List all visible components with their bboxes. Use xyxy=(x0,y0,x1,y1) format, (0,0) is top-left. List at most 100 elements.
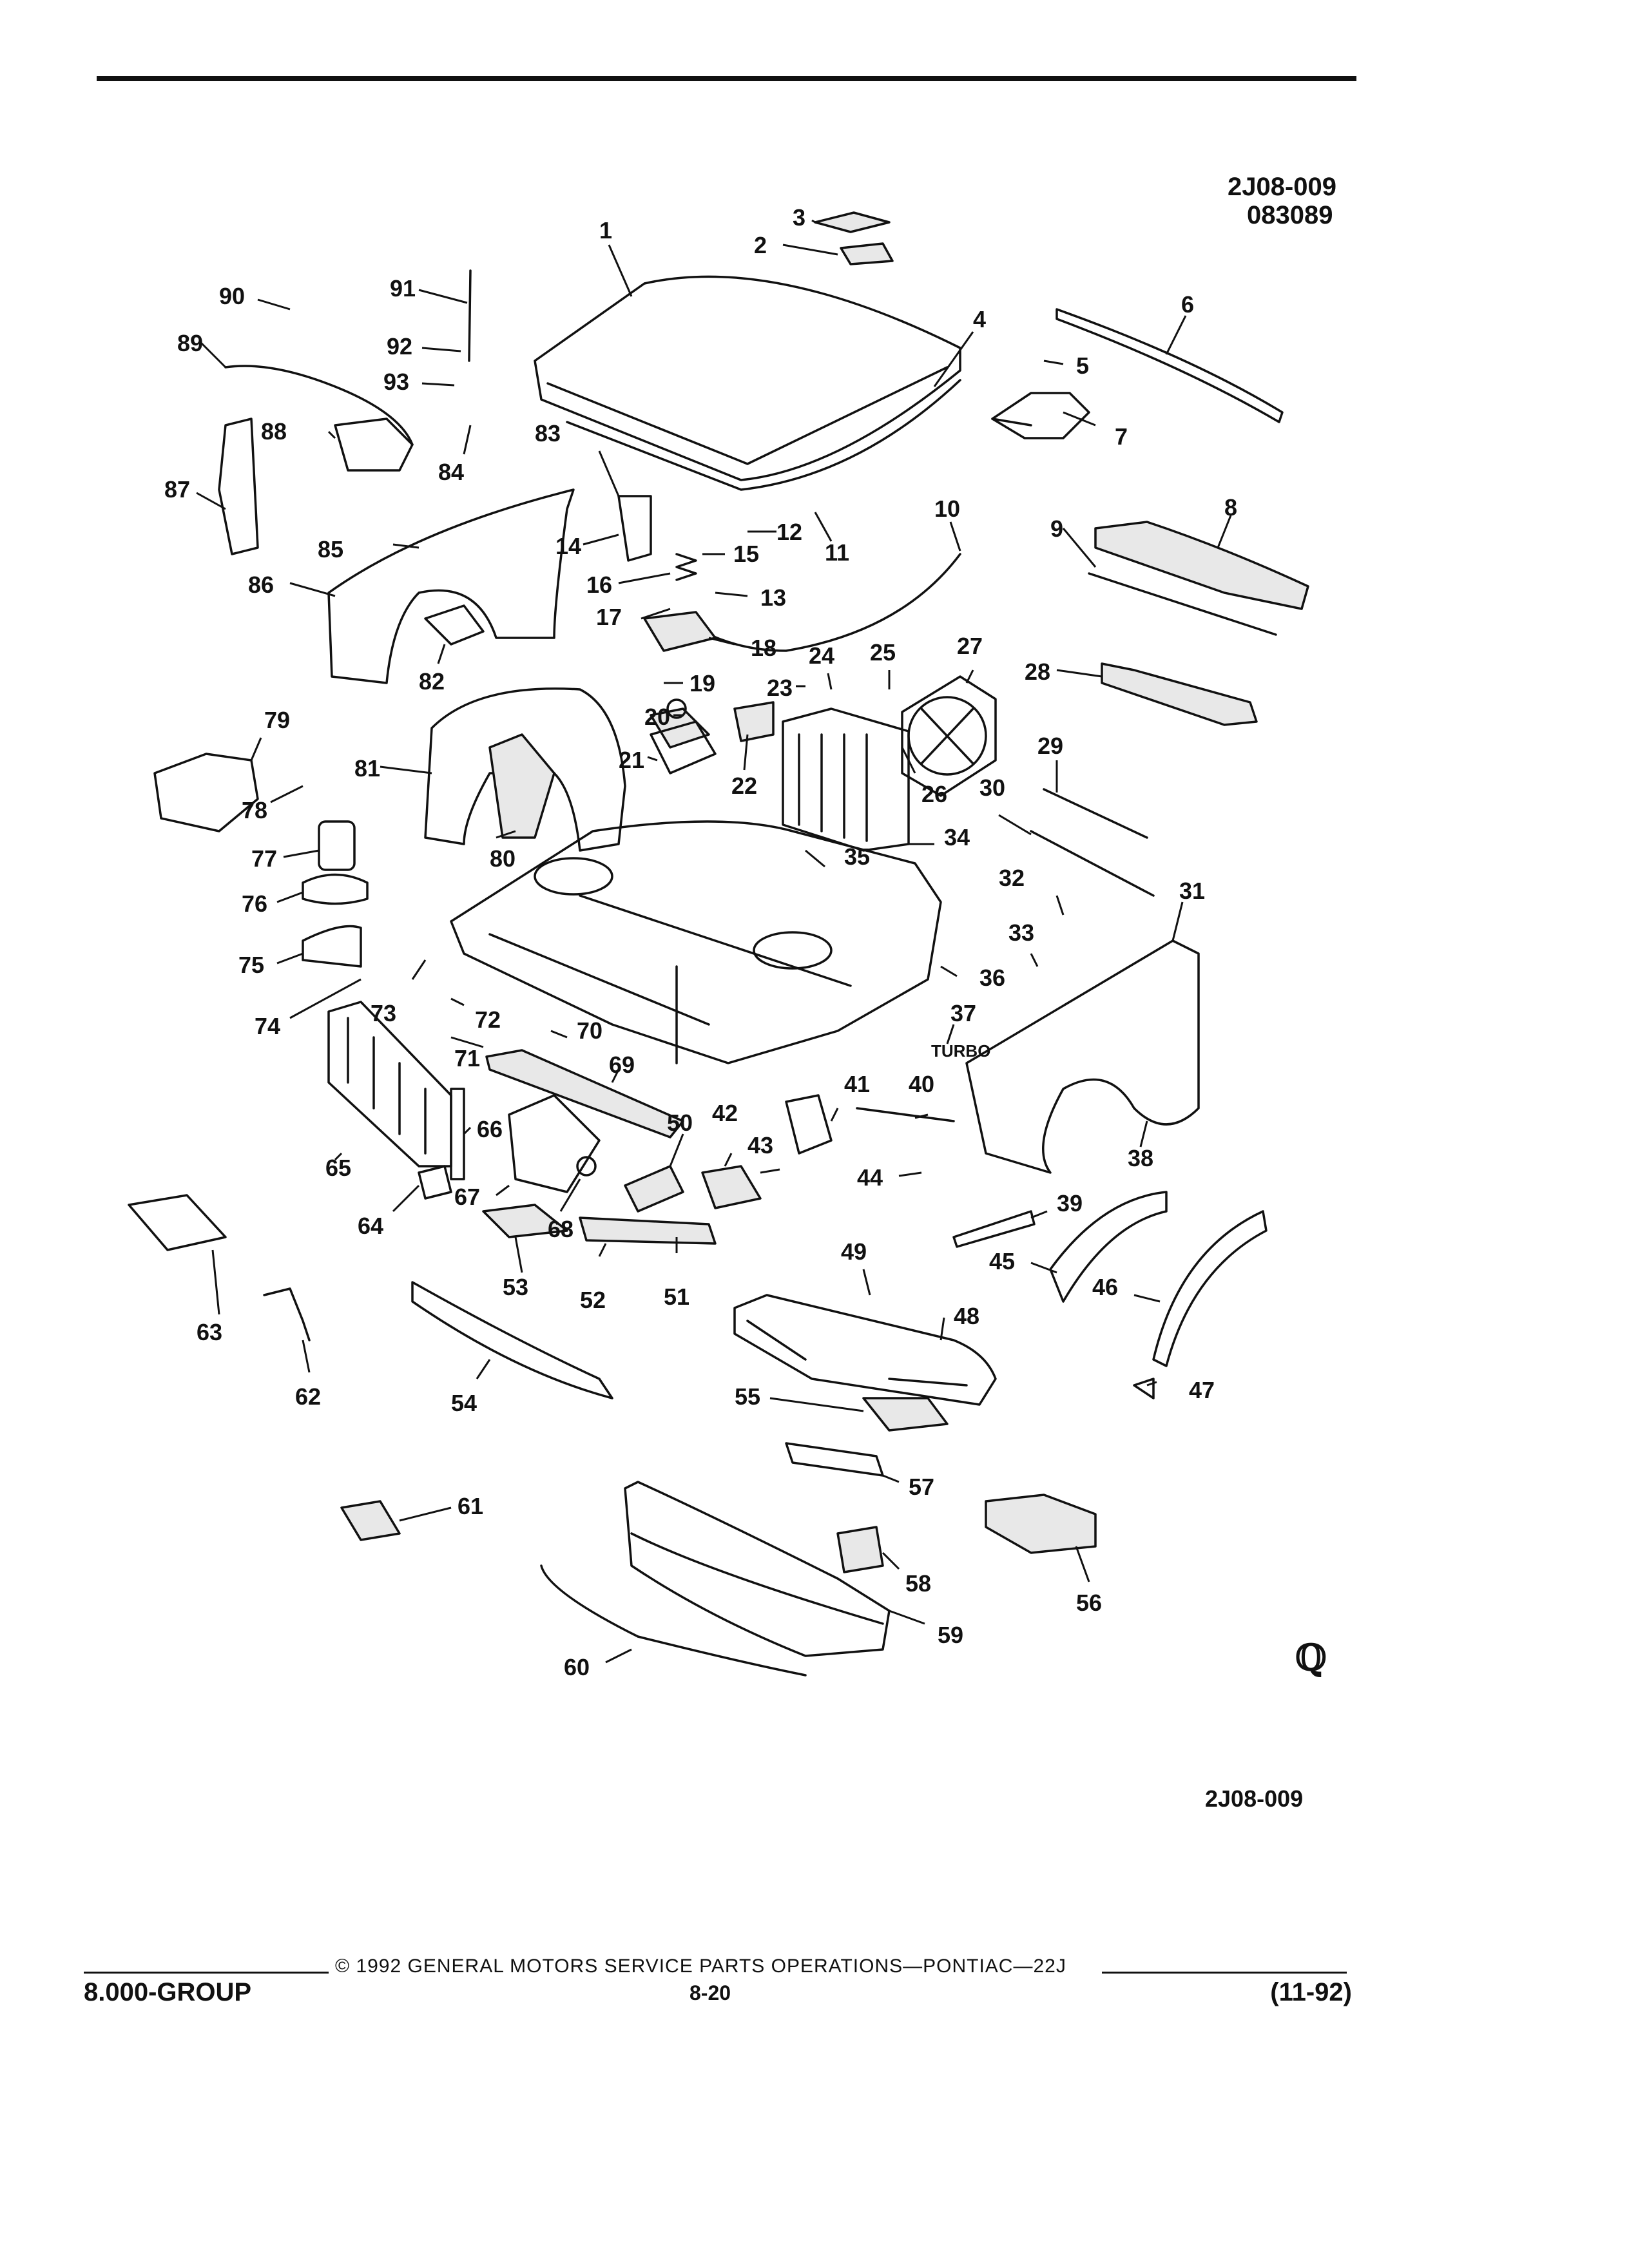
radiator xyxy=(782,707,910,852)
fender-splash-shield xyxy=(424,604,485,646)
callout-46: 46 xyxy=(1092,1274,1118,1300)
callout-30: 30 xyxy=(979,774,1005,801)
hood-prop-rod xyxy=(1043,788,1148,839)
callout-76: 76 xyxy=(242,890,267,917)
callout-68: 68 xyxy=(548,1216,574,1242)
callout-55: 55 xyxy=(735,1383,760,1410)
emblem-plate xyxy=(952,1210,1036,1248)
callout-85: 85 xyxy=(318,536,343,562)
front-wheelhouse-liner xyxy=(424,687,626,852)
bumper-bracket-center xyxy=(701,1165,762,1209)
callout-7: 7 xyxy=(1115,423,1128,450)
hood-hinge-spring xyxy=(675,553,697,581)
callout-79: 79 xyxy=(264,707,290,733)
air-deflector-panel xyxy=(508,1094,601,1193)
callout-64: 64 xyxy=(358,1213,383,1239)
callout-47: 47 xyxy=(1189,1377,1215,1403)
front-body-structure xyxy=(450,820,942,1064)
callout-57: 57 xyxy=(909,1474,934,1500)
figure-ref-code: 2J08-009 xyxy=(1228,173,1337,201)
callout-35: 35 xyxy=(844,843,870,870)
callout-63: 63 xyxy=(197,1319,222,1345)
harness-strap xyxy=(856,1107,955,1122)
callout-22: 22 xyxy=(731,773,757,799)
hood-bumper xyxy=(666,698,687,719)
vapor-canister xyxy=(318,820,356,871)
footer-page-number: 8-20 xyxy=(689,1981,731,2004)
callout-89: 89 xyxy=(177,330,203,356)
footer-group-label: 8.000-GROUP xyxy=(84,1978,252,2006)
footer-copyright: © 1992 GENERAL MOTORS SERVICE PARTS OPER… xyxy=(335,1956,1066,1977)
callout-86: 86 xyxy=(248,572,274,598)
callout-24: 24 xyxy=(809,642,834,669)
callout-67: 67 xyxy=(454,1184,480,1210)
callout-15: 15 xyxy=(733,541,759,567)
washer-pump-bracket xyxy=(650,720,717,774)
callout-91: 91 xyxy=(390,275,416,302)
callout-36: 36 xyxy=(979,965,1005,991)
callout-19: 19 xyxy=(689,670,715,697)
figure-date-code: 083089 xyxy=(1247,201,1333,229)
callout-42: 42 xyxy=(712,1100,738,1126)
canister-clamp xyxy=(302,925,362,968)
relay-bracket xyxy=(733,701,775,742)
callout-25: 25 xyxy=(870,639,896,666)
footer-rule-left xyxy=(84,1972,329,1974)
footer-revision: (11-92) xyxy=(1270,1978,1352,2006)
callout-48: 48 xyxy=(954,1303,979,1329)
callout-11: 11 xyxy=(825,539,849,566)
bumper-bracket-lower-right xyxy=(579,1216,717,1245)
radiator-support-bracket xyxy=(485,1049,684,1139)
headlamp-housing xyxy=(785,1094,833,1155)
bumper-bracket-upper xyxy=(624,1165,684,1213)
callout-74: 74 xyxy=(255,1013,280,1039)
turbo-badge: TURBO xyxy=(931,1041,990,1061)
fog-lamp-assembly xyxy=(985,1494,1097,1554)
callout-92: 92 xyxy=(387,333,412,360)
brake-shield xyxy=(418,1165,452,1200)
wheel-opening-flare-left xyxy=(1049,1191,1168,1303)
callout-72: 72 xyxy=(475,1006,501,1033)
callout-70: 70 xyxy=(577,1017,602,1044)
gm-logo-icon: ℚ xyxy=(1295,1637,1327,1679)
callout-43: 43 xyxy=(747,1132,773,1158)
callout-3: 3 xyxy=(793,204,805,231)
callout-80: 80 xyxy=(490,845,516,872)
parking-lamp xyxy=(836,1526,884,1573)
coolant-recovery-tank xyxy=(334,418,414,472)
callout-83: 83 xyxy=(535,420,561,447)
callout-8: 8 xyxy=(1224,494,1237,521)
callout-71: 71 xyxy=(454,1045,480,1072)
callout-23: 23 xyxy=(767,675,793,701)
callout-31: 31 xyxy=(1179,878,1205,904)
callout-28: 28 xyxy=(1025,658,1050,685)
callout-40: 40 xyxy=(909,1071,934,1097)
footer-rule-right xyxy=(1102,1972,1347,1974)
grommet xyxy=(576,1156,597,1177)
callout-27: 27 xyxy=(957,633,983,659)
callout-65: 65 xyxy=(325,1155,351,1181)
callout-41: 41 xyxy=(844,1071,870,1097)
callout-93: 93 xyxy=(383,369,409,395)
lamp-bracket-strip xyxy=(785,1442,884,1477)
bumper-lower-molding xyxy=(540,1564,807,1677)
callout-13: 13 xyxy=(760,584,786,611)
callout-59: 59 xyxy=(938,1622,963,1648)
hood-hinge xyxy=(617,495,652,562)
callout-52: 52 xyxy=(580,1287,606,1313)
wheel-opening-flare-right xyxy=(1152,1210,1268,1367)
callout-26: 26 xyxy=(921,781,947,807)
hose-assembly xyxy=(224,365,414,446)
flare-retainer-clip xyxy=(1133,1378,1155,1399)
callout-20: 20 xyxy=(644,704,670,730)
callout-82: 82 xyxy=(419,668,445,695)
cowl-grille xyxy=(1101,662,1258,726)
right-front-fender xyxy=(965,939,1200,1174)
callout-81: 81 xyxy=(354,755,380,782)
cowl-vent-panel xyxy=(1094,521,1309,610)
hood xyxy=(534,275,961,491)
callout-51: 51 xyxy=(664,1283,689,1310)
callout-44: 44 xyxy=(857,1164,883,1191)
lower-valance xyxy=(411,1281,613,1399)
